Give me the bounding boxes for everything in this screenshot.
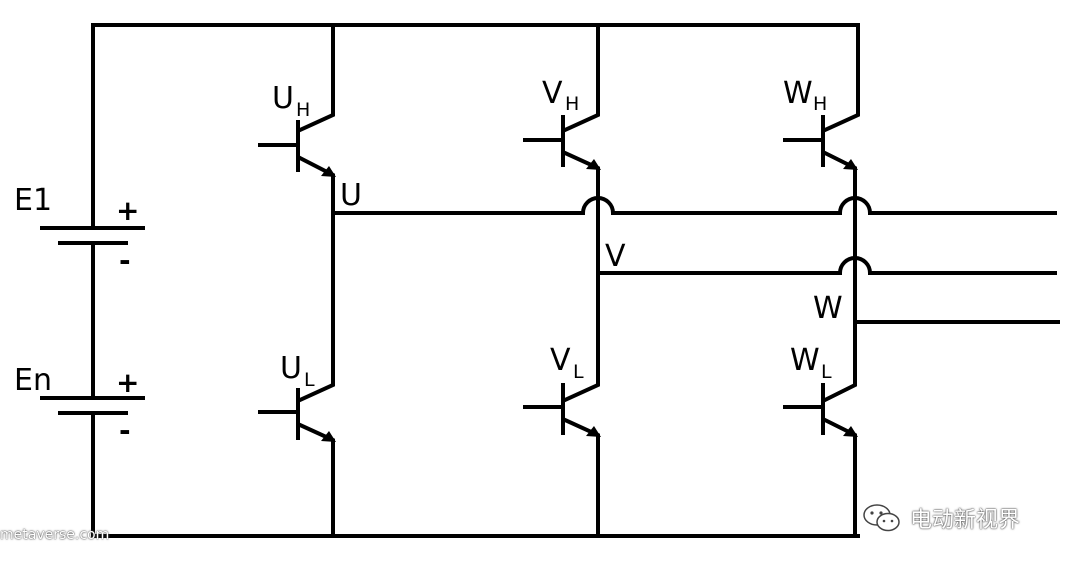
battery-en-minus: - [119,414,131,447]
svg-text:L: L [304,369,315,391]
watermark-right: 电动新视界 [862,500,1020,536]
node-label-w: W [813,291,843,326]
node-label-v: V [605,239,626,274]
svg-text:L: L [821,361,832,383]
svg-text:V: V [550,343,571,378]
svg-text:L: L [573,361,584,383]
battery-e1-minus: - [119,244,131,277]
phase-w-leg [783,23,860,538]
battery-en [40,396,145,415]
label-wh: W H [783,76,827,115]
label-uh: U H [272,81,310,121]
svg-text:H: H [565,93,579,115]
wechat-icon [863,504,900,532]
label-wl: W L [790,343,832,383]
output-line-v [596,256,1057,275]
svg-text:U: U [272,81,294,116]
phase-u-leg [258,23,336,538]
svg-text:V: V [542,76,563,111]
output-line-u [331,196,1057,215]
phase-v-leg [523,23,601,538]
svg-text:U: U [280,351,302,386]
label-vh: V H [542,76,579,115]
svg-text:H: H [813,93,827,115]
battery-e1-label: E1 [14,183,52,218]
watermark-right-text: 电动新视界 [910,508,1021,533]
svg-text:W: W [783,76,813,111]
watermark-left: metaverse.com [0,527,110,543]
label-ul: U L [280,351,315,391]
battery-en-plus: + [116,366,139,399]
svg-text:W: W [790,343,820,378]
battery-e1 [40,226,145,245]
battery-e1-plus: + [116,194,139,227]
battery-en-label: En [14,363,52,398]
label-vl: V L [550,343,584,383]
node-label-u: U [340,178,362,213]
svg-text:H: H [296,99,310,121]
